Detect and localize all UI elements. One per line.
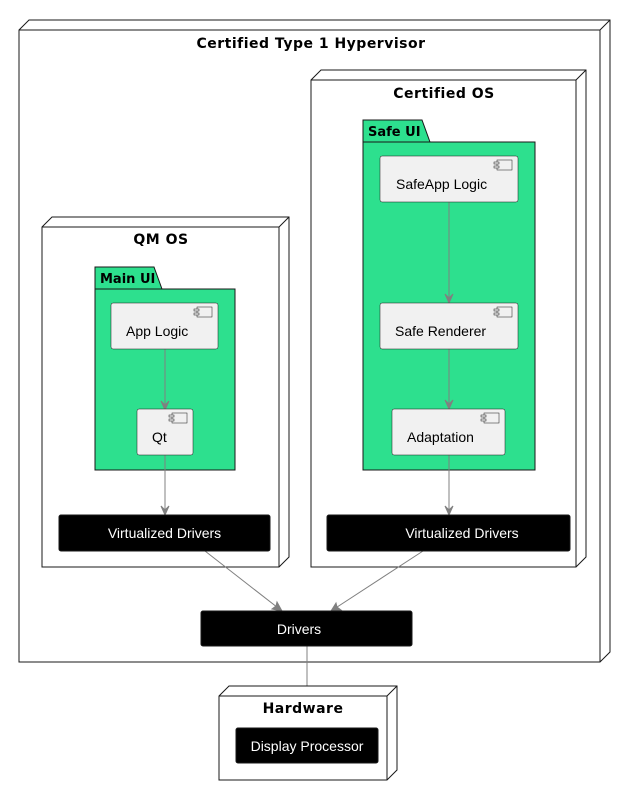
main-ui-title: Main UI	[100, 272, 155, 287]
qt-component: Qt	[136, 408, 194, 456]
virtualized-drivers-left: Virtualized Drivers	[58, 514, 271, 552]
display-processor-box: Display Processor	[235, 727, 379, 764]
safeapp-logic-label: SafeApp Logic	[396, 176, 487, 192]
app-logic-component: App Logic	[110, 302, 219, 350]
safe-ui-title: Safe UI	[368, 125, 421, 140]
virtualized-drivers-left-label: Virtualized Drivers	[108, 525, 221, 541]
hardware-title: Hardware	[263, 701, 344, 717]
drivers-label: Drivers	[277, 621, 321, 637]
certified-os-title: Certified OS	[393, 86, 494, 102]
safe-renderer-component: Safe Renderer	[379, 302, 519, 350]
qt-label: Qt	[152, 429, 167, 445]
hypervisor-title: Certified Type 1 Hypervisor	[196, 36, 425, 52]
safeapp-logic-component: SafeApp Logic	[379, 155, 519, 203]
safe-renderer-label: Safe Renderer	[395, 323, 486, 339]
virtualized-drivers-right-label: Virtualized Drivers	[405, 525, 518, 541]
edge-vdrivers-left-to-drivers	[204, 550, 283, 612]
virtualized-drivers-right: Virtualized Drivers	[326, 514, 571, 552]
qm-os-title: QM OS	[133, 232, 188, 248]
adaptation-label: Adaptation	[407, 429, 474, 445]
app-logic-label: App Logic	[126, 323, 188, 339]
edge-vdrivers-right-to-drivers	[330, 550, 424, 612]
display-processor-label: Display Processor	[251, 738, 364, 754]
edges	[160, 202, 454, 730]
adaptation-component: Adaptation	[391, 408, 506, 456]
drivers-box: Drivers	[200, 610, 413, 647]
